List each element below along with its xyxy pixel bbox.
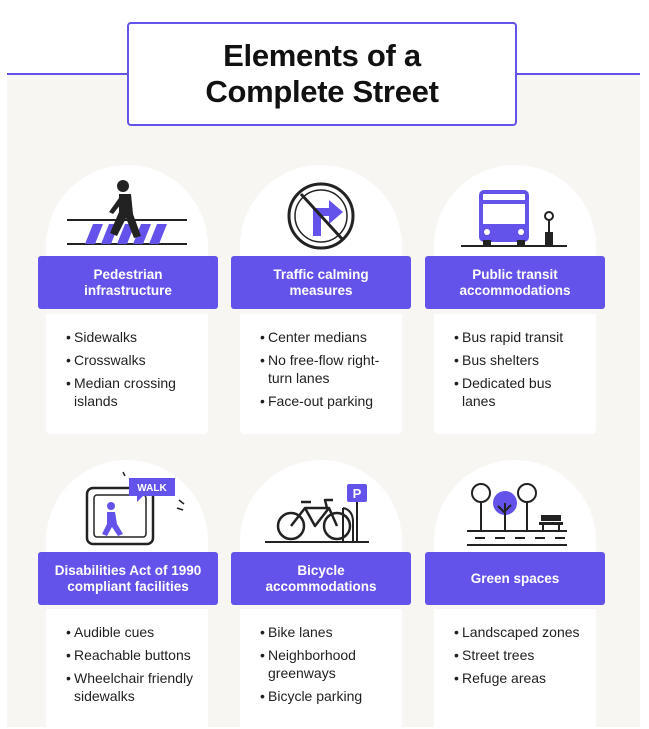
list-item: Bus shelters <box>454 351 588 369</box>
parking-sign-text: P <box>353 486 362 501</box>
label-ada: Disabilities Act of 1990 compliant facil… <box>38 552 218 605</box>
list-item: Bicycle parking <box>260 687 394 705</box>
list-item: Dedicated bus lanes <box>454 374 588 410</box>
label-public-transit: Public transit accommodations <box>425 256 605 309</box>
title-box: Elements of a Complete Street <box>127 22 517 126</box>
label-green-spaces-line-1: Green spaces <box>470 570 560 586</box>
list-item: Crosswalks <box>66 351 200 369</box>
label-public-transit-line-2: accommodations <box>459 282 571 298</box>
walk-signal-text: WALK <box>137 483 167 494</box>
list-item: Neighborhood greenways <box>260 646 394 682</box>
label-public-transit-line-1: Public transit <box>472 266 558 282</box>
list-item: Landscaped zones <box>454 623 588 641</box>
label-pedestrian: Pedestrian infrastructure <box>38 256 218 309</box>
label-bicycle: Bicycle accommodations <box>231 552 411 605</box>
title-line-1: Elements of a <box>223 38 421 73</box>
list-item: Face-out parking <box>260 392 394 410</box>
no-right-turn-icon <box>287 182 355 250</box>
park-trees-bench-icon <box>467 483 567 546</box>
label-ada-line-1: Disabilities Act of 1990 <box>54 562 202 578</box>
card-bicycle: Bike lanes Neighborhood greenways Bicycl… <box>240 609 402 729</box>
list-item: Wheelchair friendly sidewalks <box>66 669 200 705</box>
label-traffic-calming-line-2: measures <box>289 282 353 298</box>
divider-right <box>517 73 640 75</box>
card-ada: Audible cues Reachable buttons Wheelchai… <box>46 609 208 729</box>
card-green-spaces: Landscaped zones Street trees Refuge are… <box>434 609 596 729</box>
list-item: Center medians <box>260 328 394 346</box>
list-item: No free-flow right-turn lanes <box>260 351 394 387</box>
list-item: Bus rapid transit <box>454 328 588 346</box>
title-line-2: Complete Street <box>205 74 439 109</box>
list-item: Bike lanes <box>260 623 394 641</box>
label-bicycle-line-1: Bicycle <box>297 562 345 578</box>
bicycle-parking-icon: P <box>265 484 369 543</box>
label-pedestrian-line-1: Pedestrian <box>93 266 163 282</box>
label-bicycle-line-2: accommodations <box>265 578 377 594</box>
card-public-transit: Bus rapid transit Bus shelters Dedicated… <box>434 314 596 434</box>
label-ada-line-2: compliant facilities <box>67 578 189 594</box>
label-traffic-calming: Traffic calming measures <box>231 256 411 309</box>
bus-stop-icon <box>461 190 567 247</box>
list-item: Refuge areas <box>454 669 588 687</box>
label-green-spaces: Green spaces <box>425 552 605 605</box>
label-traffic-calming-line-1: Traffic calming <box>273 266 369 282</box>
card-pedestrian: Sidewalks Crosswalks Median crossing isl… <box>46 314 208 434</box>
label-pedestrian-line-2: infrastructure <box>84 282 172 298</box>
list-item: Sidewalks <box>66 328 200 346</box>
divider-left <box>7 73 128 75</box>
pedestrian-icon <box>67 180 187 245</box>
list-item: Audible cues <box>66 623 200 641</box>
list-item: Reachable buttons <box>66 646 200 664</box>
list-item: Street trees <box>454 646 588 664</box>
walk-signal-icon: WALK <box>85 471 185 546</box>
card-traffic-calming: Center medians No free-flow right-turn l… <box>240 314 402 434</box>
list-item: Median crossing islands <box>66 374 200 410</box>
